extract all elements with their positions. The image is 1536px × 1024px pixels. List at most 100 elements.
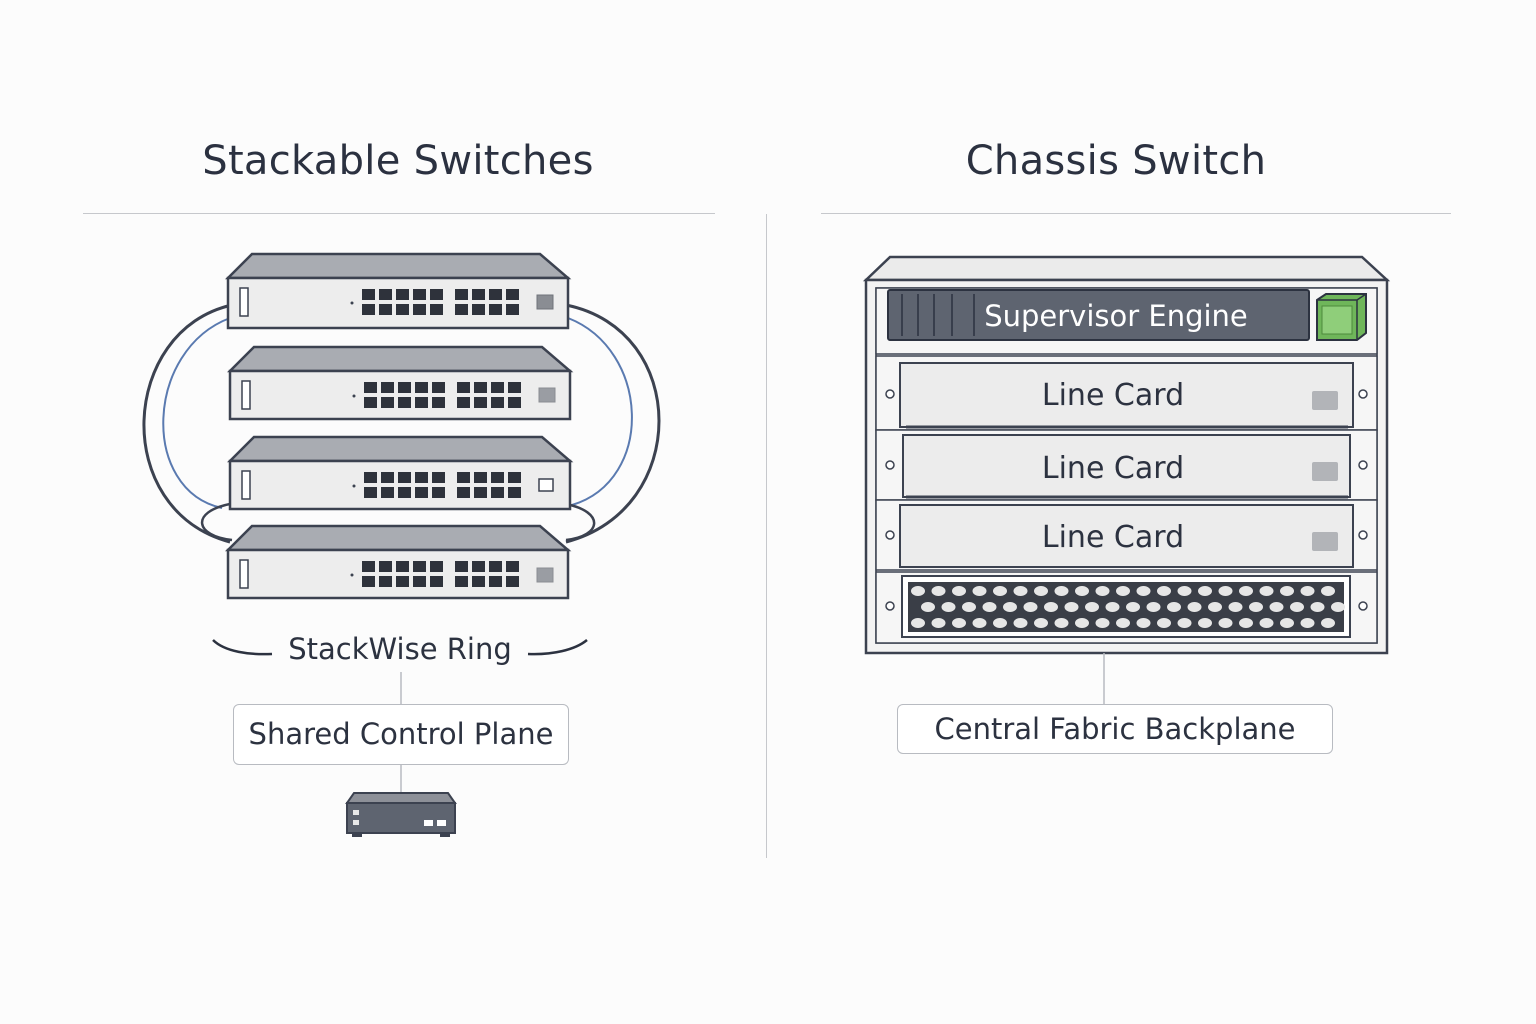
- ethernet-port-icon: [506, 561, 519, 572]
- ethernet-port-icon: [455, 304, 468, 315]
- line-card-label-1: Line Card: [1041, 378, 1185, 413]
- ethernet-port-icon: [491, 472, 504, 483]
- stack-cable-left-outer: [142, 303, 233, 544]
- ethernet-port-icon: [489, 304, 502, 315]
- ethernet-port-icon: [362, 576, 375, 587]
- ethernet-port-icon: [379, 304, 392, 315]
- ethernet-port-icon: [396, 289, 409, 300]
- grille-hole: [1259, 618, 1274, 628]
- line-card-slot-1: [875, 355, 1378, 431]
- grille-hole: [1054, 586, 1069, 596]
- ethernet-port-icon: [364, 472, 377, 483]
- ethernet-port-icon: [508, 487, 521, 498]
- ring-bracket-right: [527, 639, 588, 656]
- ethernet-port-icon: [474, 382, 487, 393]
- grille-hole: [972, 618, 987, 628]
- ethernet-port-icon: [489, 576, 502, 587]
- grille-hole: [1136, 586, 1151, 596]
- ethernet-port-icon: [472, 304, 485, 315]
- grille-hole: [1116, 618, 1130, 628]
- ethernet-port-icon: [415, 472, 428, 483]
- grille-hole: [1116, 586, 1130, 596]
- ethernet-port-icon: [508, 472, 521, 483]
- grille-hole: [931, 618, 946, 628]
- ethernet-port-icon: [474, 472, 487, 483]
- grille-hole: [1290, 602, 1304, 612]
- ethernet-port-icon: [506, 576, 519, 587]
- ethernet-port-icon: [432, 472, 445, 483]
- grille-hole: [1075, 618, 1089, 628]
- grille-hole: [1177, 586, 1192, 596]
- grille-hole: [1218, 618, 1233, 628]
- ethernet-port-icon: [506, 289, 519, 300]
- ethernet-port-icon: [472, 289, 485, 300]
- grille-hole: [1198, 586, 1212, 596]
- grille-hole: [1146, 602, 1161, 612]
- ethernet-port-icon: [491, 487, 504, 498]
- grille-hole: [1208, 602, 1222, 612]
- grille-hole: [952, 586, 966, 596]
- grille-hole: [1228, 602, 1243, 612]
- ethernet-port-icon: [381, 382, 394, 393]
- grille-hole: [911, 586, 925, 596]
- ethernet-port-icon: [491, 397, 504, 408]
- ethernet-port-icon: [432, 487, 445, 498]
- grille-hole: [1044, 602, 1058, 612]
- line-card-label-3: Line Card: [1041, 520, 1185, 555]
- ethernet-port-icon: [398, 397, 411, 408]
- grille-hole: [1187, 602, 1202, 612]
- grille-hole: [1105, 602, 1120, 612]
- grille-hole: [1136, 618, 1151, 628]
- ethernet-port-icon: [508, 397, 521, 408]
- ethernet-port-icon: [489, 289, 502, 300]
- grille-hole: [1331, 602, 1345, 612]
- ethernet-port-icon: [506, 304, 519, 315]
- grille-hole: [1034, 586, 1048, 596]
- grille-hole: [1198, 618, 1212, 628]
- shared-control-plane-box: Shared Control Plane: [233, 704, 569, 765]
- grille-hole: [1300, 618, 1315, 628]
- ethernet-port-icon: [396, 576, 409, 587]
- ethernet-port-icon: [472, 576, 485, 587]
- grille-hole: [1321, 618, 1335, 628]
- ethernet-port-icon: [364, 487, 377, 498]
- stack-cable-right-outer: [565, 303, 661, 544]
- stack-switch-3: [226, 435, 574, 511]
- line-card-slot-2: [875, 429, 1378, 501]
- chassis-switch-title: Chassis Switch: [965, 138, 1267, 184]
- ethernet-port-icon: [432, 397, 445, 408]
- ethernet-port-icon: [379, 289, 392, 300]
- ethernet-port-icon: [491, 382, 504, 393]
- stack-cable-bottom-left: [200, 502, 233, 542]
- grille-hole: [1300, 586, 1315, 596]
- stackable-switches-title: Stackable Switches: [202, 138, 594, 184]
- right-title-rule: [821, 213, 1451, 214]
- ethernet-port-icon: [455, 561, 468, 572]
- grille-hole: [1013, 618, 1028, 628]
- ethernet-port-icon: [432, 382, 445, 393]
- grille-hole: [1023, 602, 1038, 612]
- stack-switch-4: [224, 524, 572, 600]
- grille-hole: [993, 618, 1007, 628]
- ethernet-port-icon: [457, 472, 470, 483]
- ethernet-port-icon: [474, 487, 487, 498]
- grille-hole: [1239, 586, 1253, 596]
- ethernet-port-icon: [413, 304, 426, 315]
- ethernet-port-icon: [362, 561, 375, 572]
- ethernet-port-icon: [364, 397, 377, 408]
- grille-hole: [1157, 586, 1171, 596]
- grille-hole: [1321, 586, 1335, 596]
- grille-hole: [1239, 618, 1253, 628]
- ethernet-port-icon: [457, 397, 470, 408]
- grille-hole: [1126, 602, 1140, 612]
- grille-hole: [1157, 618, 1171, 628]
- ethernet-port-icon: [457, 487, 470, 498]
- stack-cable-ring: [142, 303, 661, 544]
- stack-switch-1: [224, 252, 572, 330]
- grille-hole: [1280, 586, 1294, 596]
- stack-cable-bottom-right: [565, 502, 596, 542]
- stack-cable-left-inner: [162, 317, 231, 509]
- ethernet-port-icon: [381, 487, 394, 498]
- grille-hole: [1259, 586, 1274, 596]
- grille-hole: [952, 618, 966, 628]
